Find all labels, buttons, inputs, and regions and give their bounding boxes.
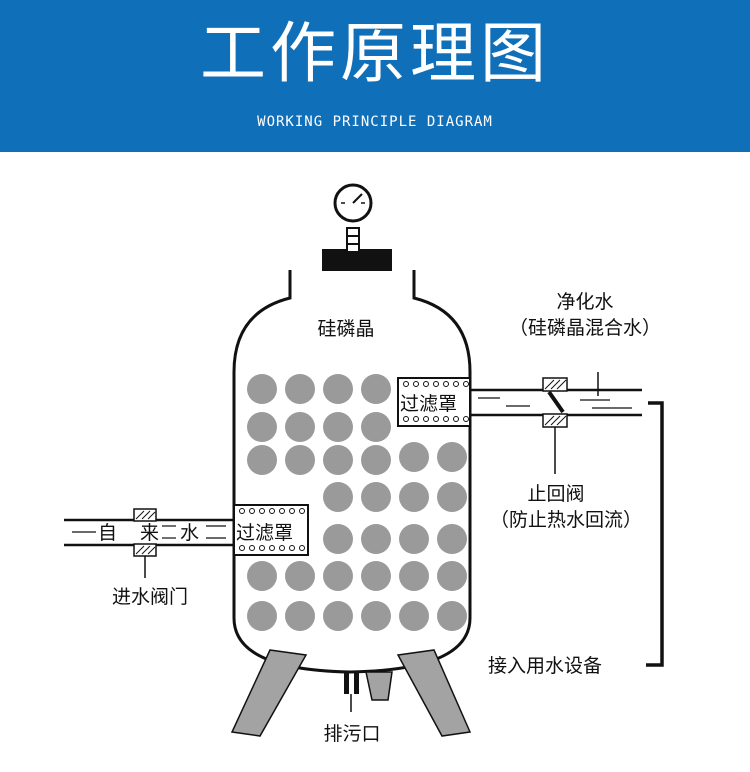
crystal-label: 硅磷晶 bbox=[317, 318, 374, 340]
check-valve-label: 止回阀 bbox=[527, 483, 584, 505]
crystal-balls bbox=[247, 374, 467, 631]
equipment-connector bbox=[646, 401, 664, 667]
drain-label: 排污口 bbox=[323, 723, 380, 745]
filter-cap-left bbox=[233, 504, 309, 556]
inlet-valve-label: 进水阀门 bbox=[112, 586, 188, 608]
filter-cap-top-label: 过滤罩 bbox=[400, 393, 457, 415]
filter-cap-left-label: 过滤罩 bbox=[236, 522, 293, 544]
inlet-label-1: 自 bbox=[98, 522, 117, 544]
equipment-label: 接入用水设备 bbox=[488, 655, 602, 677]
inlet-valve-icon bbox=[133, 508, 157, 578]
outlet-label-sub: （硅磷晶混合水） bbox=[509, 317, 661, 339]
filter-cap-top bbox=[397, 377, 471, 427]
check-valve-icon bbox=[542, 377, 568, 474]
tank-legs bbox=[230, 649, 472, 737]
page-title: 工作原理图 bbox=[200, 15, 550, 92]
inlet-label-2: 来 bbox=[140, 522, 159, 544]
outlet-label: 净化水 bbox=[556, 291, 613, 313]
tank-body bbox=[232, 270, 472, 674]
drain-outlet bbox=[344, 672, 359, 712]
page-subtitle: WORKING PRINCIPLE DIAGRAM bbox=[257, 114, 493, 130]
inlet-label-3: 水 bbox=[180, 522, 199, 544]
pressure-gauge-icon bbox=[322, 183, 392, 271]
check-valve-label-sub: （防止热水回流） bbox=[490, 509, 642, 531]
header-banner: 工作原理图 WORKING PRINCIPLE DIAGRAM bbox=[0, 0, 750, 152]
